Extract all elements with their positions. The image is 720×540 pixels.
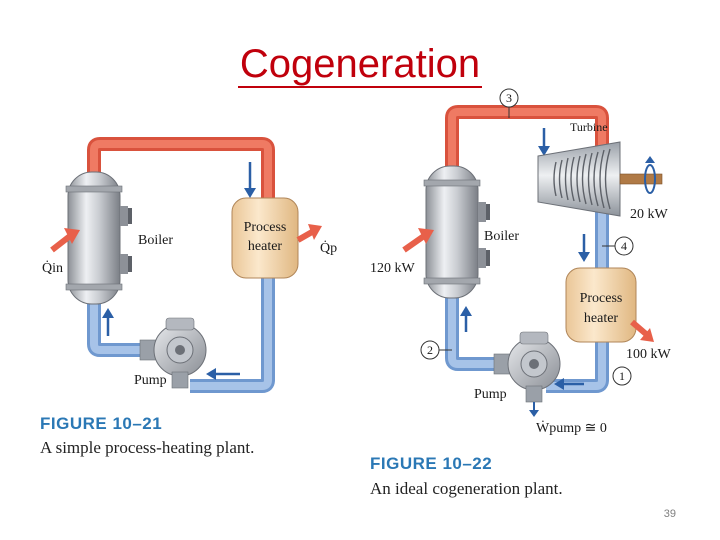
fig21-boiler-label: Boiler bbox=[138, 233, 173, 248]
fig22-boiler-label: Boiler bbox=[484, 229, 519, 244]
fig22-boiler bbox=[423, 165, 490, 299]
fig22-turbine-work: 20 kW bbox=[630, 207, 669, 222]
fig22-flow-arrow-down-mid bbox=[578, 234, 590, 262]
fig22-state-2-marker bbox=[420, 340, 452, 360]
fig22-heater-label-2: heater bbox=[584, 311, 619, 326]
fig21-heat-out-arrow bbox=[296, 224, 322, 243]
fig21-flow-arrow-up bbox=[102, 308, 114, 336]
fig22-heat-in-arrow bbox=[402, 228, 434, 253]
fig22-state-3-marker bbox=[499, 88, 519, 118]
fig21-pump-label: Pump bbox=[134, 373, 167, 388]
fig21-boiler bbox=[65, 171, 132, 305]
figure-10-22: 3 4 2 1 Boiler 12 bbox=[370, 88, 672, 436]
fig22-turbine-label: Turbine bbox=[570, 120, 608, 134]
fig22-state-4-marker bbox=[602, 236, 634, 256]
fig22-caption-head: FIGURE 10–22 bbox=[370, 454, 493, 473]
figure-10-21: Boiler Q̇in Process heater Q̇p Pump bbox=[42, 137, 337, 393]
fig22-state-1: 1 bbox=[619, 369, 625, 383]
fig21-q-p-label: Q̇p bbox=[320, 239, 337, 256]
fig22-heat-out-arrow bbox=[630, 319, 654, 342]
fig21-heat-in-arrow bbox=[50, 228, 80, 253]
fig22-state-3: 3 bbox=[506, 91, 512, 105]
fig22-flow-arrow-left bbox=[554, 378, 584, 390]
fig21-caption-text: A simple process-heating plant. bbox=[40, 438, 255, 457]
turbine-rotation-icon bbox=[644, 156, 656, 194]
fig21-caption-head: FIGURE 10–21 bbox=[40, 414, 163, 433]
fig22-state-4: 4 bbox=[621, 239, 627, 253]
fig22-heater-heat: 100 kW bbox=[626, 347, 672, 362]
fig22-process-heater bbox=[565, 267, 637, 343]
fig22-pump-work: Ẇpump ≅ 0 bbox=[536, 419, 607, 436]
fig22-flow-arrow-down-top bbox=[538, 128, 550, 156]
slide-title-text: Cogeneration bbox=[237, 42, 483, 88]
fig22-pump-label: Pump bbox=[474, 387, 507, 402]
fig21-q-in-label: Q̇in bbox=[42, 259, 63, 276]
fig21-flow-arrow-left bbox=[206, 368, 240, 380]
fig22-boiler-heat: 120 kW bbox=[370, 261, 416, 276]
fig22-turbine bbox=[537, 141, 663, 217]
fig22-caption-text: An ideal cogeneration plant. bbox=[370, 479, 563, 498]
fig21-heater-label-1: Process bbox=[244, 220, 287, 235]
slide-number: 39 bbox=[663, 508, 676, 520]
fig21-cold-pipe bbox=[190, 275, 275, 393]
fig21-heater-label-2: heater bbox=[248, 239, 283, 254]
fig21-flow-arrow-down bbox=[244, 162, 256, 198]
slide-title: Cogeneration bbox=[0, 42, 720, 88]
fig22-state-1-marker bbox=[612, 366, 632, 386]
fig21-process-heater bbox=[231, 197, 299, 279]
fig21-pump bbox=[139, 317, 207, 389]
fig22-state-2: 2 bbox=[427, 343, 433, 357]
fig22-pump bbox=[493, 331, 561, 417]
fig22-heater-label-1: Process bbox=[580, 291, 623, 306]
fig22-flow-arrow-up bbox=[460, 306, 472, 332]
